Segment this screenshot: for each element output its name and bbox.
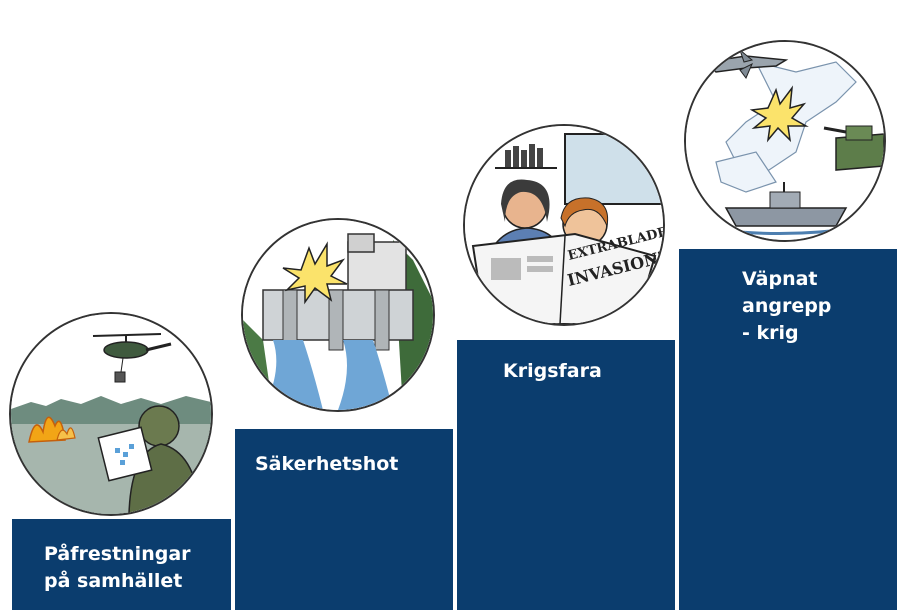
step-3-label: Krigsfara (503, 360, 602, 382)
step-4-vapnat-angrepp: Väpnat angrepp - krig (679, 249, 897, 610)
illustration-circle-4 (684, 40, 886, 242)
step-3-krigsfara: Krigsfara (457, 340, 675, 610)
step-2-sakerhetshot: Säkerhetshot (235, 429, 453, 610)
dam-explosion-icon (243, 220, 433, 410)
step-2-label: Säkerhetshot (255, 453, 399, 475)
step-4-label: Väpnat angrepp - krig (742, 268, 832, 344)
step-1-label: Påfrestningar på samhället (44, 543, 191, 592)
illustration-circle-2 (241, 218, 435, 412)
people-reading-newspaper-icon: EXTRABLADET INVASION? (465, 126, 663, 324)
illustration-circle-3: EXTRABLADET INVASION? (463, 124, 665, 326)
helicopter-forest-fire-soldier-map-icon (11, 314, 211, 514)
illustration-circle-1 (9, 312, 213, 516)
step-1-pafrestningar: Påfrestningar på samhället (12, 519, 231, 610)
fighter-jet-tank-warship-map-icon (686, 42, 884, 240)
